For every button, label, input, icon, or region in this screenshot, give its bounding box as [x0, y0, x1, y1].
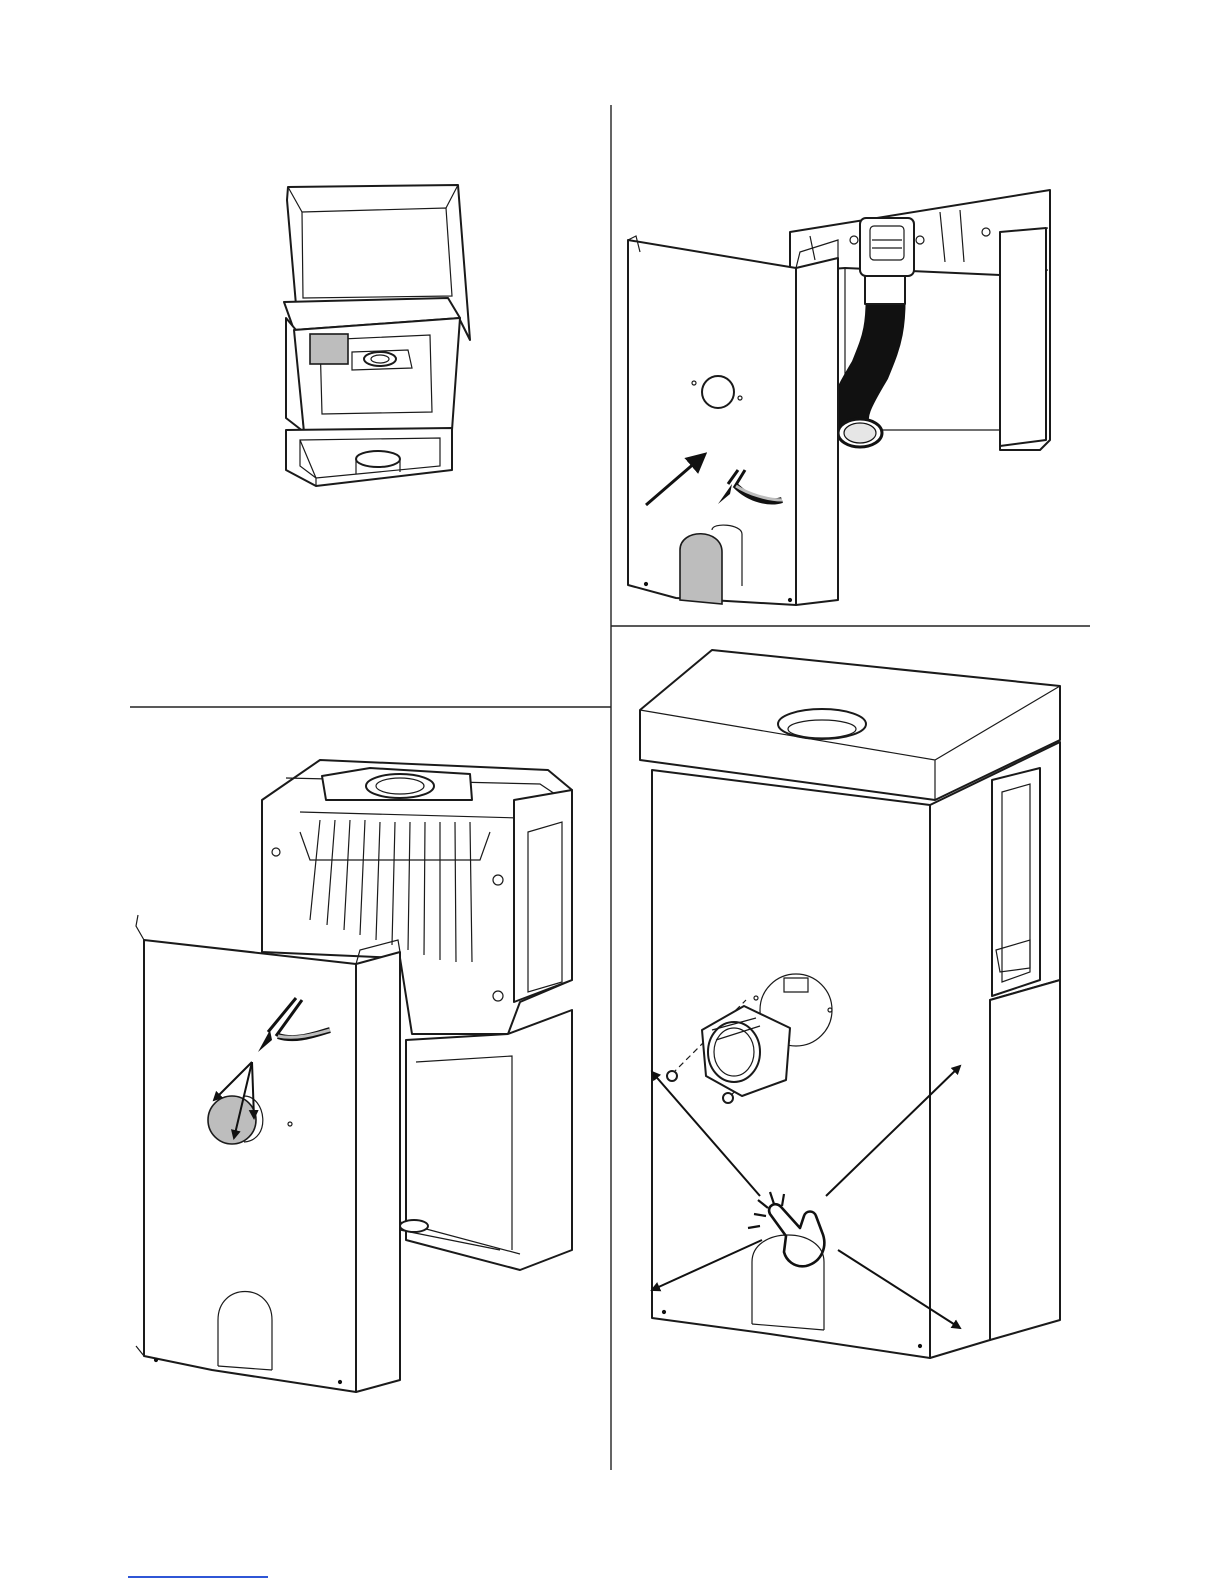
- footer-link-underline[interactable]: [128, 1576, 268, 1578]
- panel-4-assembled-stove: [640, 650, 1060, 1358]
- panel-2-side-panel-hose: [628, 190, 1050, 605]
- panel-1-stove-open: [284, 185, 470, 486]
- panel-3-knockout-cut: [136, 760, 572, 1392]
